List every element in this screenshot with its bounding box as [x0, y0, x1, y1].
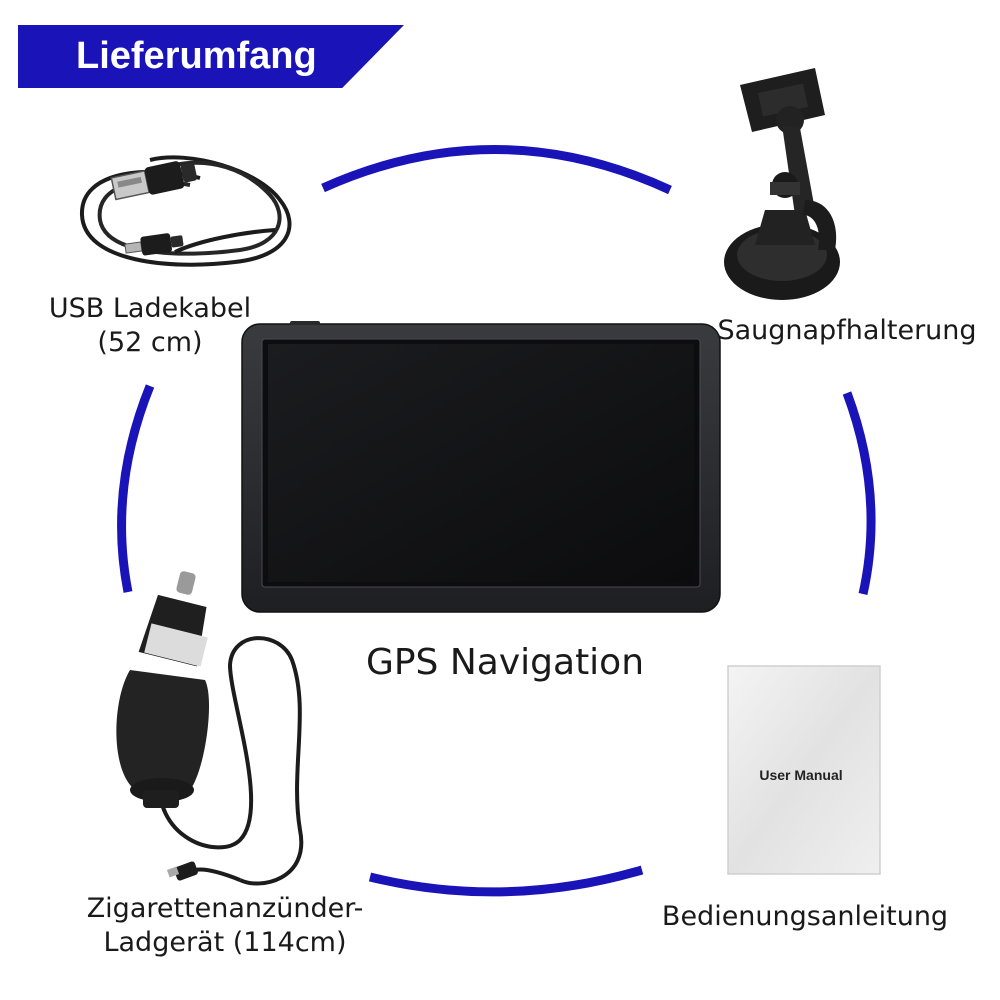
usb-cable-label-line1: USB Ladekabel — [48, 293, 252, 324]
arc-bottom — [368, 865, 644, 897]
arc-top — [321, 145, 672, 195]
usb-cable-label-line2: (52 cm) — [97, 327, 203, 358]
gps-device-label: GPS Navigation — [365, 642, 645, 683]
usb-cable-label: USB Ladekabel (52 cm) — [30, 292, 270, 360]
gps-device — [241, 321, 721, 613]
manual-label: Bedienungsanleitung — [661, 901, 949, 932]
user-manual-icon: User Manual — [727, 665, 881, 875]
car-charger-icon — [116, 571, 304, 886]
manual-cover-text: User Manual — [759, 767, 842, 783]
car-charger-label-line1: Zigarettenanzünder- — [86, 893, 364, 924]
suction-mount-icon — [724, 68, 840, 300]
circle-arcs — [117, 145, 876, 897]
car-charger-label-line2: Ladgerät (114cm) — [103, 927, 347, 958]
arc-right — [842, 391, 876, 595]
header-banner — [18, 25, 404, 88]
arc-left — [117, 384, 155, 593]
car-charger-label: Zigarettenanzünder- Ladgerät (114cm) — [60, 892, 390, 960]
usb-cable-icon — [79, 155, 292, 267]
suction-mount-label: Saugnapfhalterung — [717, 315, 977, 346]
header-title: Lieferumfang — [76, 35, 317, 77]
